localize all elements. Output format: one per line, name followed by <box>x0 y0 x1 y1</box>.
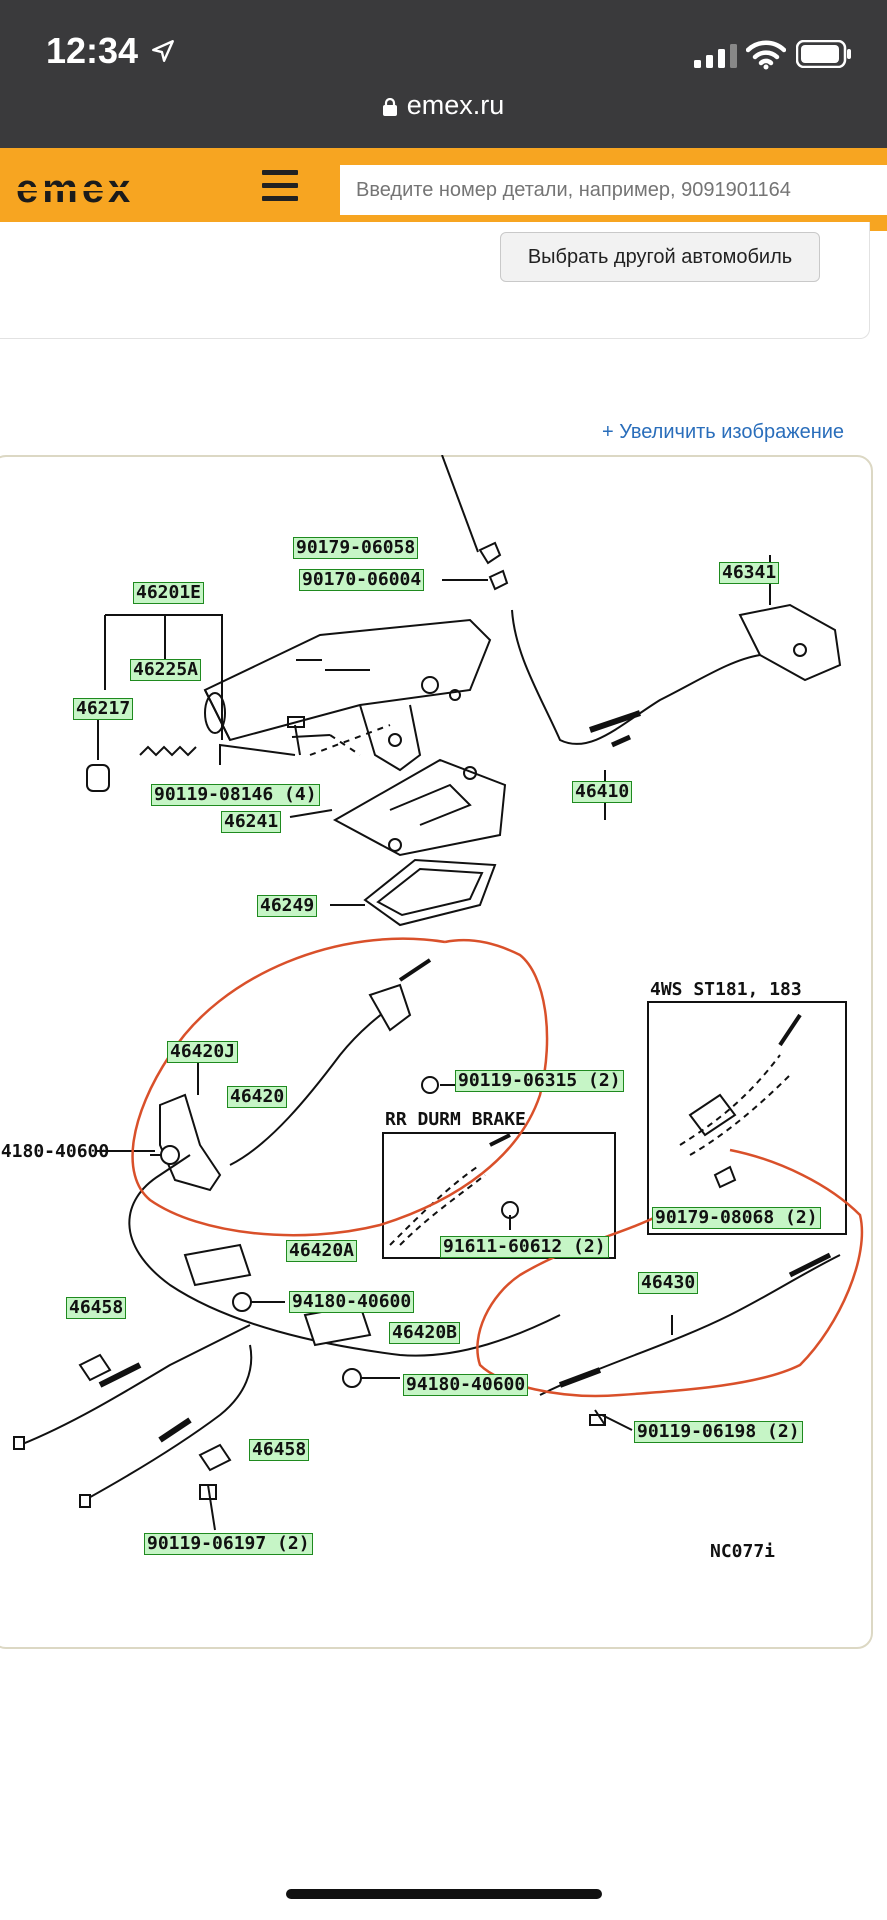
part-label-46420[interactable]: 46420 <box>227 1086 288 1108</box>
part-label-46217[interactable]: 46217 <box>73 698 134 720</box>
part-label-46241[interactable]: 46241 <box>221 811 282 833</box>
part-label-94180-40600-bottom[interactable]: 94180-40600 <box>403 1374 529 1396</box>
battery-icon <box>796 40 851 68</box>
part-label-46420A[interactable]: 46420A <box>286 1240 358 1262</box>
part-label-94180-40600-left[interactable]: 94180-40600 <box>0 1141 110 1162</box>
part-label-46430[interactable]: 46430 <box>638 1272 699 1294</box>
part-number-search-input[interactable] <box>340 165 887 215</box>
clock: 12:34 <box>46 30 139 71</box>
home-indicator <box>286 1889 602 1899</box>
enlarge-image-link[interactable]: + Увеличить изображение <box>602 421 845 443</box>
part-label-46458-left[interactable]: 46458 <box>66 1297 127 1319</box>
url-text: emex.ru <box>406 90 505 120</box>
part-label-46420J[interactable]: 46420J <box>167 1041 239 1063</box>
part-label-90119-06197[interactable]: 90119-06197 (2) <box>144 1533 313 1555</box>
part-label-46410[interactable]: 46410 <box>572 781 633 803</box>
part-label-46458-bottom[interactable]: 46458 <box>249 1439 310 1461</box>
choose-other-car-button[interactable]: Выбрать другой автомобиль <box>500 232 820 282</box>
ios-status-bar: 12:34 emex.ru <box>0 0 887 148</box>
part-label-90119-08146[interactable]: 90119-08146 (4) <box>151 784 320 806</box>
cellular-signal-icon <box>694 44 737 68</box>
part-label-90170-06004[interactable]: 90170-06004 <box>299 569 425 591</box>
part-label-46249[interactable]: 46249 <box>257 895 318 917</box>
part-label-46341[interactable]: 46341 <box>719 562 780 584</box>
parking-brake-diagram[interactable] <box>0 455 887 1645</box>
emex-logo[interactable]: emex <box>16 168 188 210</box>
part-label-90119-06198[interactable]: 90119-06198 (2) <box>634 1421 803 1443</box>
part-label-94180-40600-mid[interactable]: 94180-40600 <box>289 1291 415 1313</box>
address-bar[interactable]: emex.ru <box>0 90 887 121</box>
part-label-90119-06315[interactable]: 90119-06315 (2) <box>455 1070 624 1092</box>
part-label-90179-08068[interactable]: 90179-08068 (2) <box>652 1207 821 1229</box>
box-title-rr-drum-brake: RR DURM BRAKE <box>385 1109 526 1130</box>
wifi-icon <box>746 40 786 70</box>
part-label-46225A[interactable]: 46225A <box>130 659 202 681</box>
lock-icon <box>382 98 397 116</box>
diagram-code: NC077i <box>710 1541 776 1562</box>
part-label-46201E[interactable]: 46201E <box>133 582 205 604</box>
menu-hamburger-icon[interactable] <box>262 170 298 204</box>
location-arrow-icon <box>152 40 174 62</box>
part-label-46420B[interactable]: 46420B <box>389 1322 461 1344</box>
box-title-4ws: 4WS ST181, 183 <box>650 979 802 1000</box>
part-label-90179-06058[interactable]: 90179-06058 <box>293 537 419 559</box>
part-label-91611-60612[interactable]: 91611-60612 (2) <box>440 1236 609 1258</box>
